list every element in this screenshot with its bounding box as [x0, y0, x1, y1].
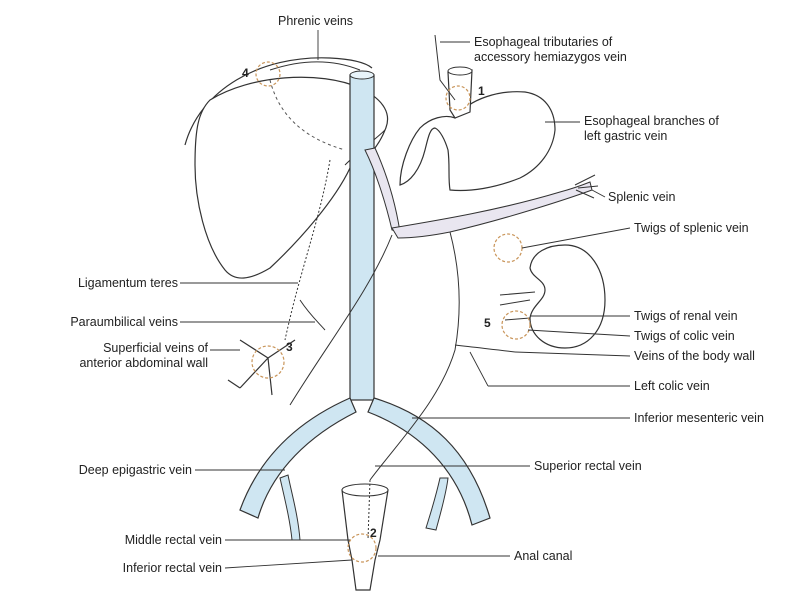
label-anal-canal: Anal canal	[514, 549, 573, 563]
label-veins-body-wall: Veins of the body wall	[634, 349, 755, 363]
label-splenic-vein: Splenic vein	[608, 190, 676, 204]
label-middle-rectal: Middle rectal vein	[124, 533, 222, 547]
anastomosis-site-4	[255, 61, 281, 87]
label-esophageal-tributaries-line2: accessory hemiazygos vein	[474, 50, 627, 64]
label-esophageal-tributaries-line1: Esophageal tributaries of	[474, 35, 613, 49]
label-superficial-veins: Superficial veins of anterior abdominal …	[20, 341, 208, 371]
anastomosis-site-5b	[501, 310, 531, 340]
leader-lines	[180, 30, 631, 569]
label-twigs-renal: Twigs of renal vein	[634, 309, 738, 323]
stomach-outline	[399, 91, 556, 192]
anastomosis-site-2	[347, 533, 377, 563]
label-left-colic: Left colic vein	[634, 379, 710, 393]
anastomosis-site-1	[445, 85, 471, 111]
label-esophageal-branches: Esophageal branches of left gastric vein	[584, 114, 719, 144]
superior-mesenteric-path	[289, 234, 393, 406]
label-esophageal-branches-line2: left gastric vein	[584, 129, 668, 143]
ligamentum-teres-path	[284, 159, 331, 341]
esophagus-outline	[447, 69, 473, 119]
label-inferior-rectal: Inferior rectal vein	[122, 561, 222, 575]
label-phrenic-veins: Phrenic veins	[278, 14, 354, 28]
ivc-trunk	[349, 74, 375, 401]
anastomosis-site-5a	[493, 233, 523, 263]
esophageal-path	[434, 34, 456, 101]
label-inferior-mesenteric: Inferior mesenteric vein	[634, 411, 764, 425]
label-esophageal-tributaries: Esophageal tributaries of accessory hemi…	[474, 35, 627, 65]
inferior-mesenteric-path	[369, 231, 460, 481]
splenic-vein-path	[391, 181, 593, 239]
label-ligamentum-teres: Ligamentum teres	[77, 276, 178, 290]
esophagus-top	[447, 66, 473, 76]
label-paraumbilical: Paraumbilical veins	[70, 315, 178, 329]
anastomosis-site-3	[251, 345, 285, 379]
internal-iliac-right	[425, 477, 449, 531]
ivc-right-iliac	[367, 397, 491, 526]
site-number-4: 4	[242, 66, 249, 80]
internal-iliac-left	[279, 474, 301, 541]
label-superficial-veins-line1: Superficial veins of	[103, 341, 208, 355]
label-esophageal-branches-line1: Esophageal branches of	[584, 114, 719, 128]
renal-twigs	[499, 291, 536, 321]
anal-canal-top	[341, 483, 389, 497]
hepatic-dashed	[269, 79, 346, 151]
site-number-2: 2	[370, 526, 377, 540]
phrenic-path	[269, 61, 361, 71]
superficial-wall-veins	[227, 339, 296, 396]
paraumbilical-path	[299, 299, 326, 331]
label-deep-epigastric: Deep epigastric vein	[78, 463, 192, 477]
left-colic-path	[454, 344, 516, 353]
site-number-3: 3	[286, 340, 293, 354]
site-number-1: 1	[478, 84, 485, 98]
label-superficial-veins-line2: anterior abdominal wall	[79, 356, 208, 370]
label-twigs-splenic: Twigs of splenic vein	[634, 221, 749, 235]
ivc-top	[349, 70, 375, 80]
ivc-left-iliac	[239, 397, 357, 519]
kidney-outline	[529, 244, 606, 349]
label-superior-rectal: Superior rectal vein	[534, 459, 642, 473]
label-twigs-colic: Twigs of colic vein	[634, 329, 735, 343]
anal-canal-outline	[341, 489, 389, 591]
splenic-twigs	[574, 174, 599, 199]
site-number-5: 5	[484, 316, 491, 330]
